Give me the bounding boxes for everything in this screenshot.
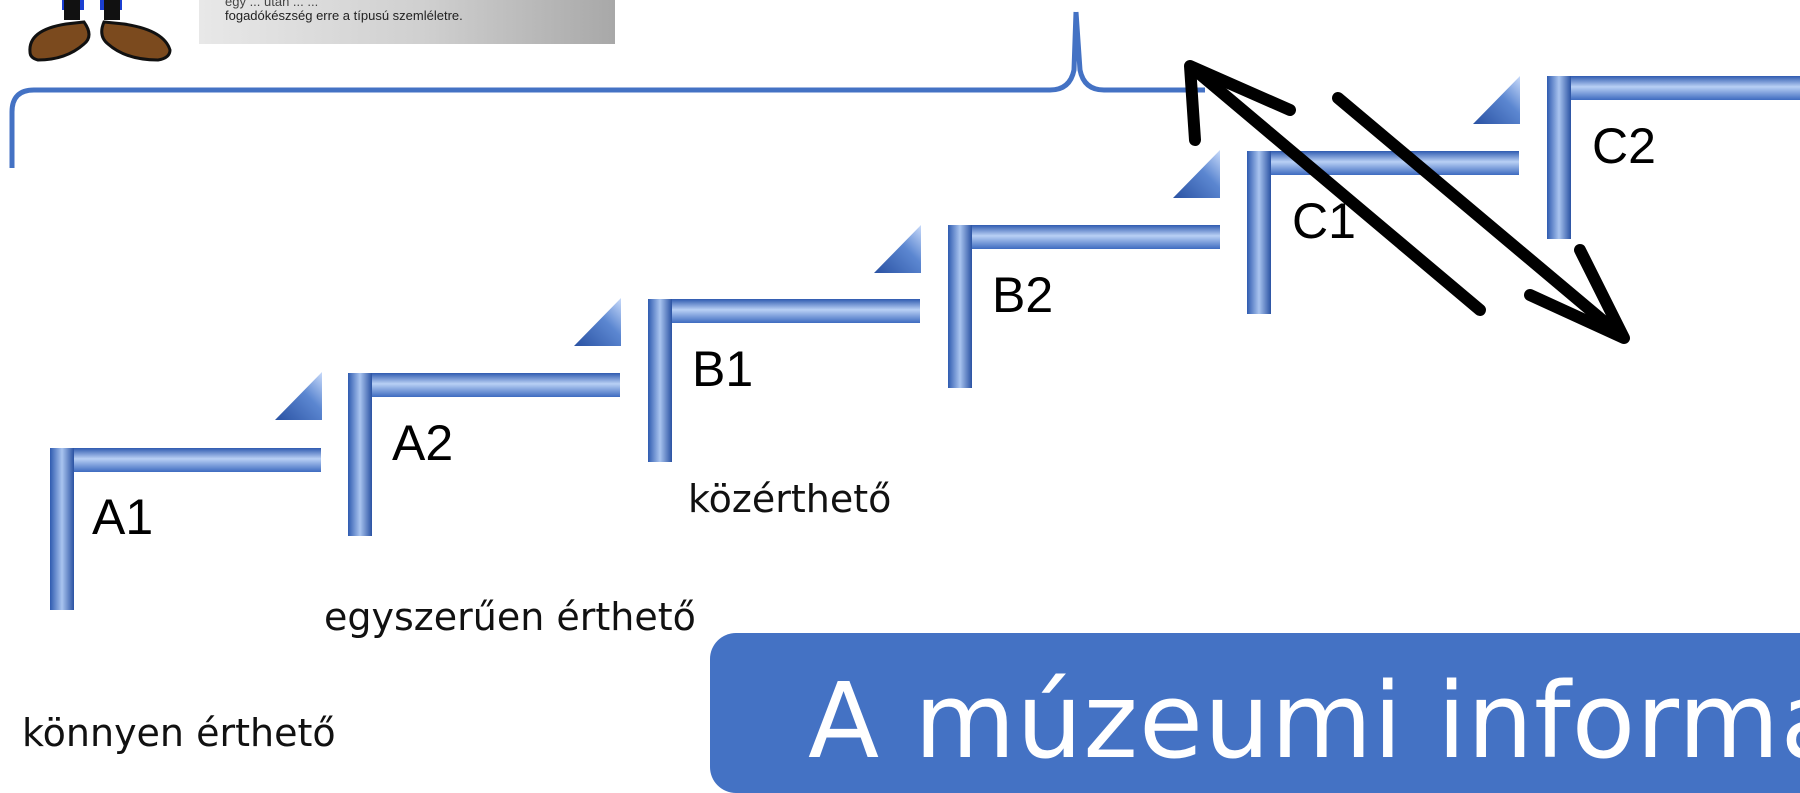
stair-step-a1 xyxy=(50,448,321,610)
stair-step-c2 xyxy=(1473,76,1800,239)
title-banner: A múzeumi informá xyxy=(710,633,1800,793)
desc-kozertheto: közérthető xyxy=(688,477,892,521)
level-label-b2: B2 xyxy=(992,267,1054,323)
cartoon-character-icon xyxy=(28,0,172,62)
desc-egyszeruen-ertheto: egyszerűen érthető xyxy=(324,595,696,639)
desc-konnyen-ertheto: könnyen érthető xyxy=(22,711,336,755)
caption-card: egy ... után ... ... fogadókészség erre … xyxy=(199,0,615,44)
stair-step-b2 xyxy=(874,225,1220,388)
level-label-a1: A1 xyxy=(92,489,154,545)
slide-title: A múzeumi informá xyxy=(808,660,1800,782)
stair-step-b1 xyxy=(574,298,920,462)
curly-brace xyxy=(9,11,1205,168)
stair-step-c1 xyxy=(1173,150,1519,314)
level-label-a2: A2 xyxy=(392,415,454,471)
stair-step-a2 xyxy=(275,372,620,536)
slide-canvas: egy ... után ... ... fogadókészség erre … xyxy=(9,0,1800,793)
slide-graphics xyxy=(9,0,1800,610)
double-arrow-icon xyxy=(1184,60,1630,344)
level-label-b1: B1 xyxy=(692,341,754,397)
caption-line-2: fogadókészség erre a típusú szemléletre. xyxy=(225,8,463,23)
level-label-c2: C2 xyxy=(1592,118,1656,174)
caption-line-1: egy ... után ... ... xyxy=(225,0,319,9)
level-label-c1: C1 xyxy=(1292,193,1356,249)
